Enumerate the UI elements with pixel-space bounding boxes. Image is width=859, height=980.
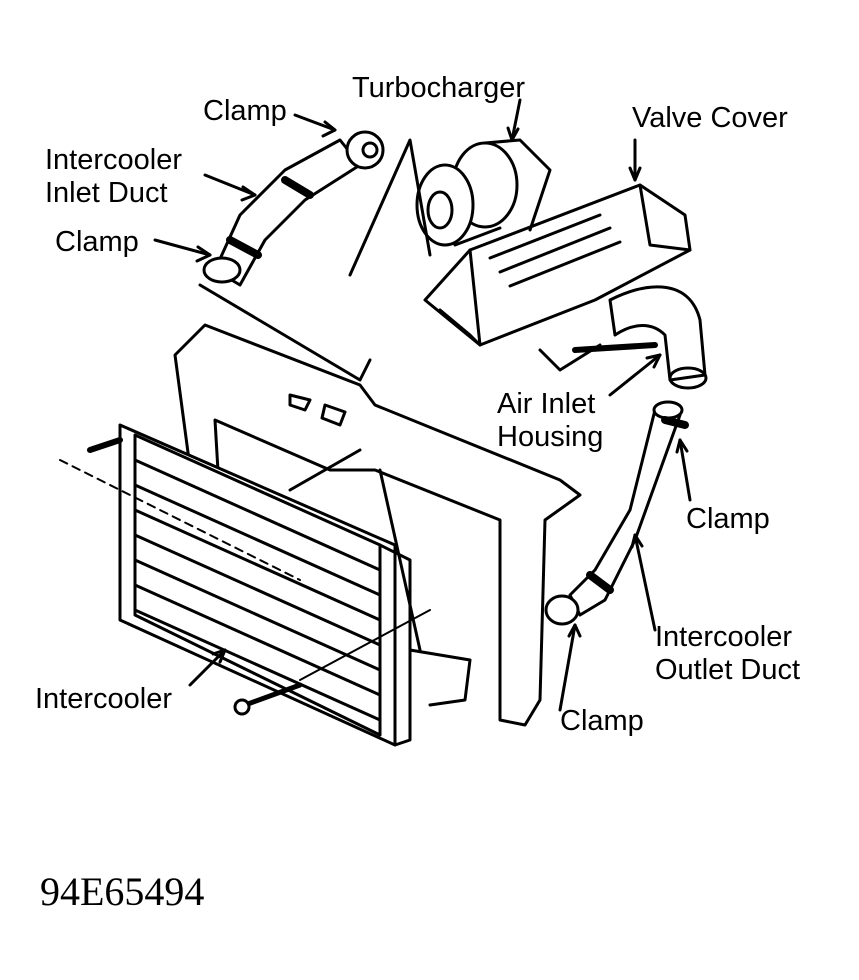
label-intercooler-outlet-duct-line1: Intercooler xyxy=(655,621,793,653)
label-air-inlet-housing-line2: Housing xyxy=(497,421,604,453)
label-valve-cover: Valve Cover xyxy=(632,102,788,134)
label-intercooler-inlet-duct-line1: Intercooler xyxy=(45,144,183,176)
turbocharger-drawing xyxy=(415,138,552,247)
bolt-drawing xyxy=(233,682,303,716)
label-intercooler-inlet-duct-line2: Inlet Duct xyxy=(45,177,168,209)
valve-cover-drawing xyxy=(423,183,692,372)
intercooler-inlet-duct-drawing xyxy=(202,130,385,287)
label-air-inlet-housing-line1: Air Inlet xyxy=(497,388,596,420)
label-clamp-left: Clamp xyxy=(55,226,139,258)
label-intercooler: Intercooler xyxy=(35,683,173,715)
label-intercooler-outlet-duct-line2: Outlet Duct xyxy=(655,654,801,686)
intercooler-outlet-duct-drawing xyxy=(544,400,689,626)
intercooler-core-drawing xyxy=(59,423,472,747)
label-turbocharger: Turbocharger xyxy=(352,72,526,104)
label-clamp-right: Clamp xyxy=(686,503,770,535)
figure-id: 94E65494 xyxy=(40,869,205,914)
label-leader-arrows xyxy=(153,98,692,712)
label-clamp-top: Clamp xyxy=(203,95,287,127)
label-clamp-bottom: Clamp xyxy=(560,705,644,737)
air-inlet-housing-drawing xyxy=(572,285,708,390)
